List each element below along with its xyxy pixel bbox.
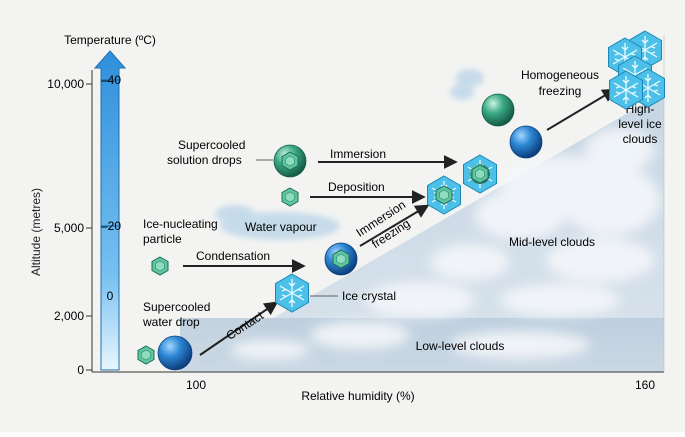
x-tick-100: 100 — [186, 378, 206, 392]
svg-text:clouds: clouds — [623, 132, 658, 146]
temperature-tick-minus20: –20 — [101, 219, 121, 233]
svg-text:water drop: water drop — [142, 315, 200, 329]
y-tick-10000: 10,000 — [47, 77, 84, 91]
deposition-particle-icon — [282, 188, 298, 206]
blue-drop-icon — [510, 126, 542, 158]
ice-crystal-label: Ice crystal — [342, 289, 396, 303]
water-vapour-label: Water vapour — [245, 220, 317, 234]
ice-crystal-mid-particle-icon — [436, 186, 452, 204]
svg-text:freezing: freezing — [539, 84, 582, 98]
svg-text:Supercooled: Supercooled — [143, 300, 210, 314]
y-tick-5000: 5,000 — [54, 221, 84, 235]
y-tick-2000: 2,000 — [54, 309, 84, 323]
solution-drop-particle-icon — [282, 152, 298, 170]
svg-text:Ice-nucleating: Ice-nucleating — [143, 217, 218, 231]
svg-text:solution drops: solution drops — [167, 153, 242, 167]
svg-text:Supercooled: Supercooled — [178, 138, 245, 152]
small-particle-icon — [138, 346, 154, 364]
y-axis-title: Altitude (metres) — [29, 188, 43, 276]
mid-level-clouds-label: Mid-level clouds — [509, 235, 595, 249]
green-drop-icon — [482, 94, 514, 126]
temperature-tick-0: 0 — [107, 289, 114, 303]
water-drop-icon — [158, 336, 192, 370]
svg-text:level ice: level ice — [618, 117, 662, 131]
x-tick-160: 160 — [635, 378, 655, 392]
low-level-clouds-label: Low-level clouds — [416, 339, 505, 353]
svg-text:particle: particle — [143, 232, 182, 246]
immersion-label: Immersion — [330, 147, 386, 161]
temperature-tick-minus40: –40 — [101, 73, 121, 87]
ice-crystal-upper-particle-icon — [472, 165, 488, 183]
x-axis-title: Relative humidity (%) — [301, 389, 414, 403]
inner-particle-icon — [333, 250, 349, 268]
svg-text:Homogeneous: Homogeneous — [521, 68, 599, 82]
condensation-label: Condensation — [196, 249, 270, 263]
deposition-label: Deposition — [328, 180, 385, 194]
temperature-title: Temperature (ºC) — [64, 33, 156, 47]
ice-nucleating-particle-icon — [152, 257, 168, 275]
y-tick-0: 0 — [77, 363, 84, 377]
supercooled-solution-drops-label: Supercooled solution drops — [167, 138, 245, 167]
